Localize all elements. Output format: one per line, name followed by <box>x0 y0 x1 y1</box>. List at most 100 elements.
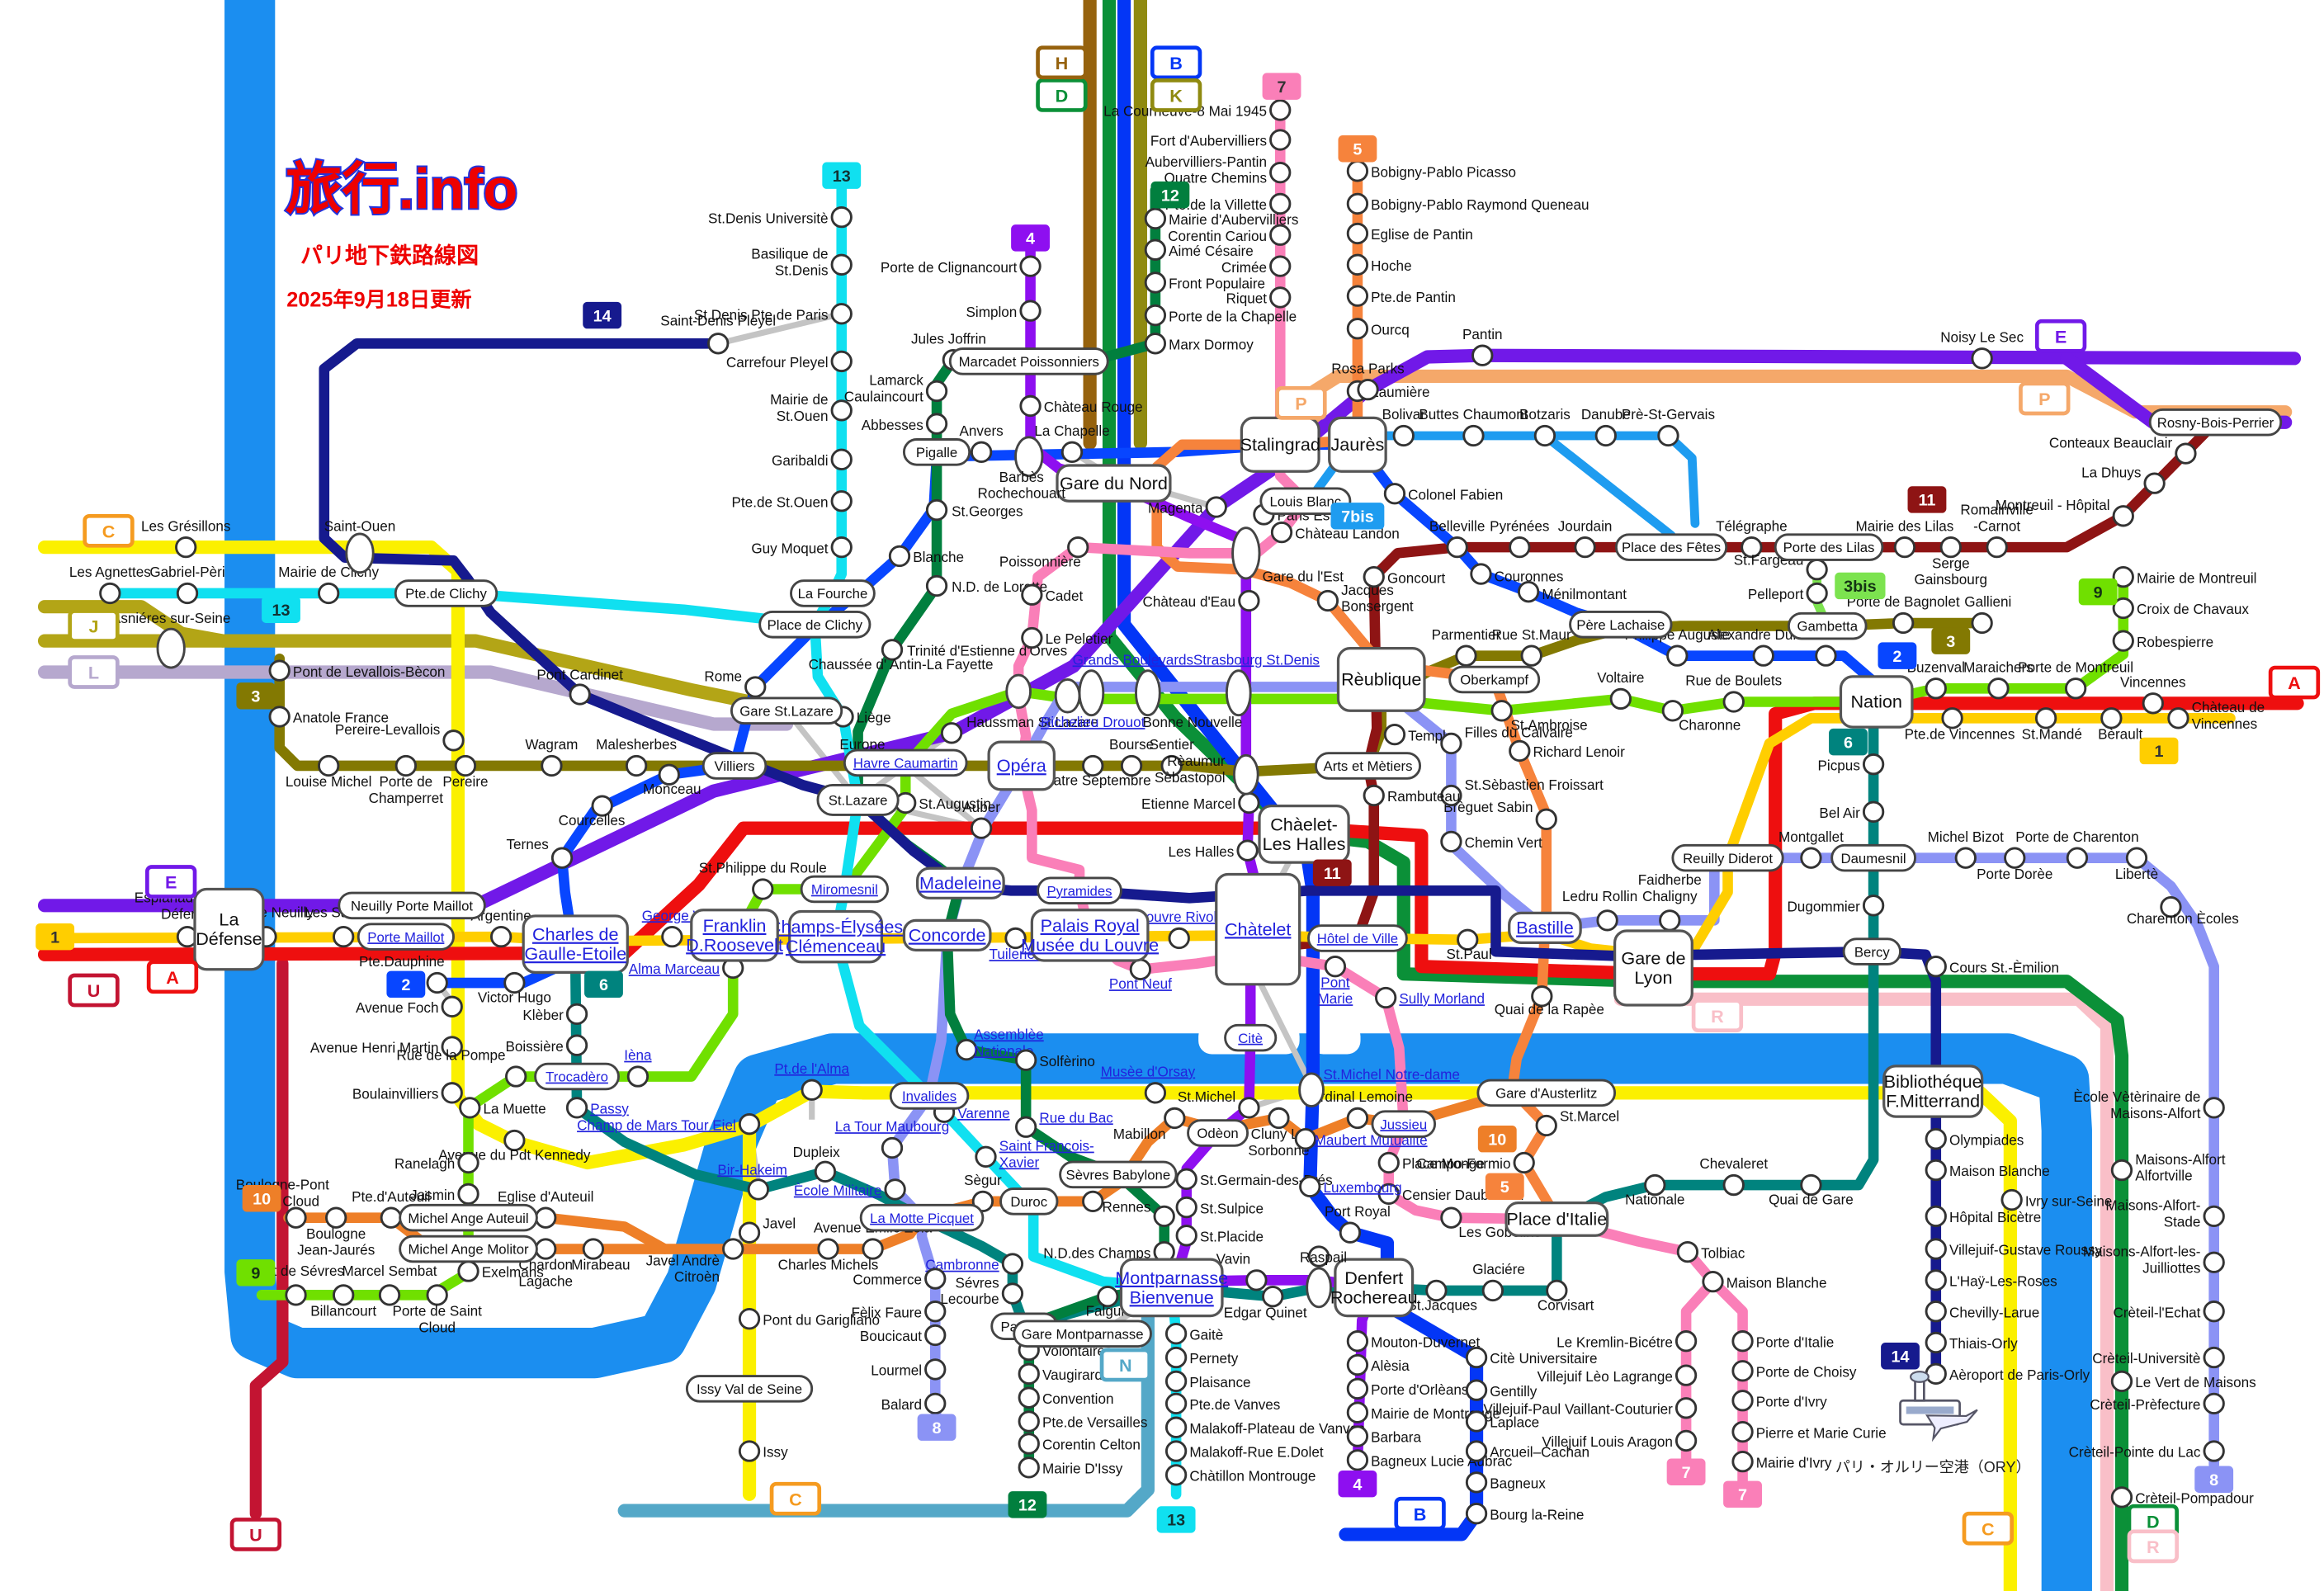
station-label-luxembourg[interactable]: Luxembourg <box>1323 1180 1401 1196</box>
station-label-invalides[interactable]: Invalides <box>902 1088 957 1104</box>
station-porte-maillot[interactable] <box>357 923 455 951</box>
station-label-cambronne[interactable]: Cambronne <box>925 1258 999 1273</box>
station-label-xavier[interactable]: Xavier <box>999 1154 1040 1170</box>
station-label-mus-e-d-orsay[interactable]: Musèe d'Orsay <box>1101 1065 1196 1080</box>
station-box-label-cl-menceau[interactable]: Clémenceau <box>786 936 886 956</box>
station-la-motte-picquet[interactable] <box>859 1203 985 1232</box>
station-label-trocad-ro[interactable]: Trocadèro <box>546 1069 608 1085</box>
station-label-sully-morland[interactable]: Sully Morland <box>1399 991 1485 1007</box>
station-cit-universitaire <box>1465 1346 1488 1369</box>
station-trocad-ro[interactable] <box>534 1062 620 1091</box>
station-box-label-ch-telet[interactable]: Chàtelet <box>1225 918 1292 939</box>
station-box-label-gaulle-etoile[interactable]: Gaulle-Etoile <box>524 943 626 964</box>
station-box-concorde[interactable] <box>902 918 992 951</box>
station-box-label-d-roosevelt[interactable]: D.Roosevelt <box>686 934 783 955</box>
station-cit[interactable] <box>1224 1023 1278 1052</box>
station-label-louvre-rivoli[interactable]: Louvre Rivoli <box>1138 909 1220 925</box>
station-label-pont-neuf[interactable]: Pont Neuf <box>1109 976 1172 992</box>
station-box-label-charles-de[interactable]: Charles de <box>532 924 619 945</box>
station-box-label-montparnasse[interactable]: Montparnasse <box>1115 1268 1228 1288</box>
station-label-la-motte-picquet[interactable]: La Motte Picquet <box>870 1211 974 1226</box>
station-cambronne[interactable] <box>1001 1253 1024 1275</box>
station-box-ch-telet[interactable] <box>1215 872 1301 986</box>
station-ch-teau-landon <box>1270 521 1293 544</box>
station-label-pyramides[interactable]: Pyramides <box>1046 883 1112 899</box>
station-cole-militaire[interactable] <box>884 1178 906 1201</box>
station-label-varenne[interactable]: Varenne <box>957 1106 1009 1121</box>
station-box-madeleine[interactable] <box>916 866 1005 899</box>
station-box-label-bastille[interactable]: Bastille <box>1516 918 1574 938</box>
station-rue-du-bac[interactable] <box>1014 1116 1037 1138</box>
station-box-bastille[interactable] <box>1508 911 1582 944</box>
station-box-franklin-d-roosevelt[interactable] <box>690 909 779 962</box>
station-label-i-na[interactable]: Ièna <box>624 1048 652 1064</box>
badge-line-p <box>1275 386 1327 420</box>
station-box-label-franklin[interactable]: Franklin <box>703 915 767 936</box>
station-la-tour-maubourg[interactable] <box>881 1136 904 1159</box>
station-label-porte-maillot[interactable]: Porte Maillot <box>367 929 444 945</box>
station-label-cit[interactable]: Citè <box>1238 1031 1263 1046</box>
label-grands-boulevards[interactable]: Grands Boulevards <box>1073 652 1193 668</box>
station-invalides[interactable] <box>889 1082 970 1110</box>
station-tuileries[interactable] <box>1004 927 1027 950</box>
station-label-passy[interactable]: Passy <box>590 1102 629 1117</box>
station-label-bourse: Bourse <box>1109 737 1154 753</box>
station-sully-morland[interactable] <box>1374 986 1397 1009</box>
station-label-assembl-e[interactable]: Assemblèe <box>974 1027 1044 1042</box>
station-bercy <box>1842 937 1901 965</box>
station-george-v[interactable] <box>661 926 683 948</box>
station-label-marie[interactable]: Marie <box>1317 991 1353 1007</box>
station-box-label-bienvenue[interactable]: Bienvenue <box>1130 1286 1214 1307</box>
station-louvre-rivoli[interactable] <box>1168 927 1190 950</box>
station-label-champ-de-mars-tour-eiel[interactable]: Champ de Mars Tour Eiel <box>577 1117 736 1133</box>
station-mus-e-d-orsay[interactable] <box>1144 1082 1167 1104</box>
station-label-george-v[interactable]: George V <box>642 908 703 923</box>
station-label-alma-marceau[interactable]: Alma Marceau <box>629 961 720 977</box>
station-i-na[interactable] <box>626 1065 649 1088</box>
station-label-bir-hakeim[interactable]: Bir-Hakeim <box>717 1162 787 1178</box>
station-box-label-op-ra[interactable]: Opéra <box>997 755 1047 776</box>
station-bir-hakeim[interactable] <box>747 1178 770 1201</box>
station-box-palais-royal-mus-e-du-louvre[interactable] <box>1030 909 1150 962</box>
station-label-havre-caumartin[interactable]: Havre Caumartin <box>853 755 958 771</box>
station-label-saint-francois[interactable]: Saint Francois- <box>999 1139 1094 1154</box>
station-pontmarie[interactable] <box>1324 956 1347 978</box>
station-label-miromesnil[interactable]: Miromesnil <box>811 882 878 898</box>
station-box-op-ra[interactable] <box>987 740 1056 791</box>
station-maubert-mutualit[interactable] <box>1294 1128 1317 1150</box>
station-box-label-concorde[interactable]: Concorde <box>909 925 986 946</box>
station-label-pont[interactable]: Pont <box>1320 975 1349 990</box>
station-saint-francois-xavier[interactable] <box>975 1145 997 1168</box>
station-label-jussieu[interactable]: Jussieu <box>1380 1117 1427 1132</box>
station-havre-caumartin[interactable] <box>843 748 968 777</box>
station-box-champs-lys-es-cl-menceau[interactable] <box>788 909 884 964</box>
station-label-la-tour-maubourg[interactable]: La Tour Maubourg <box>835 1119 950 1135</box>
station-box-label-mus-e-du-louvre[interactable]: Musée du Louvre <box>1021 934 1159 955</box>
station-box-label-champs-lys-es[interactable]: Champs-Élysées <box>768 917 904 937</box>
station-luxembourg[interactable] <box>1299 1175 1321 1197</box>
label-strasbourg-st-denis[interactable]: Strasbourg St.Denis <box>1193 652 1320 668</box>
station-label-cole-militaire[interactable]: Ècole Militaire <box>794 1183 882 1199</box>
station-les-sablons <box>333 926 355 948</box>
station-nationale <box>1644 1173 1666 1197</box>
station-pt-de-l-alma[interactable] <box>801 1079 823 1101</box>
station-assembl-enationale[interactable] <box>955 1038 978 1061</box>
label-richelieu-drouot[interactable]: Richelieu Drouot <box>1041 715 1145 730</box>
station-passy[interactable] <box>565 1097 588 1119</box>
label-st-michel-notre-dame[interactable]: St.Michel Notre-dame <box>1323 1067 1459 1083</box>
station-label-pereire: Pereire <box>442 774 488 790</box>
station-box-label-madeleine[interactable]: Madeleine <box>919 873 1002 894</box>
station-jussieu[interactable] <box>1371 1110 1437 1138</box>
station-label-h-tel-de-ville[interactable]: Hôtel de Ville <box>1317 931 1398 947</box>
station-label-rue-du-bac[interactable]: Rue du Bac <box>1039 1110 1113 1126</box>
station-label-tuileries[interactable]: Tuileries <box>990 947 1042 962</box>
station-box-label-palais-royal[interactable]: Palais Royal <box>1041 915 1140 936</box>
station-champ-de-mars-tour-eiel[interactable] <box>738 1113 761 1135</box>
station-label-pt-de-l-alma[interactable]: Pt.de l'Alma <box>774 1061 849 1077</box>
station-miromesnil[interactable] <box>800 875 890 904</box>
station-box-montparnasse-bienvenue[interactable] <box>1119 1258 1224 1318</box>
station-label-caulaincourt: Caulaincourt <box>844 389 923 405</box>
station-h-tel-de-ville[interactable] <box>1307 924 1408 952</box>
station-box-charles-de-gaulle-etoile[interactable] <box>522 914 629 975</box>
station-pyramides[interactable] <box>1037 876 1122 905</box>
